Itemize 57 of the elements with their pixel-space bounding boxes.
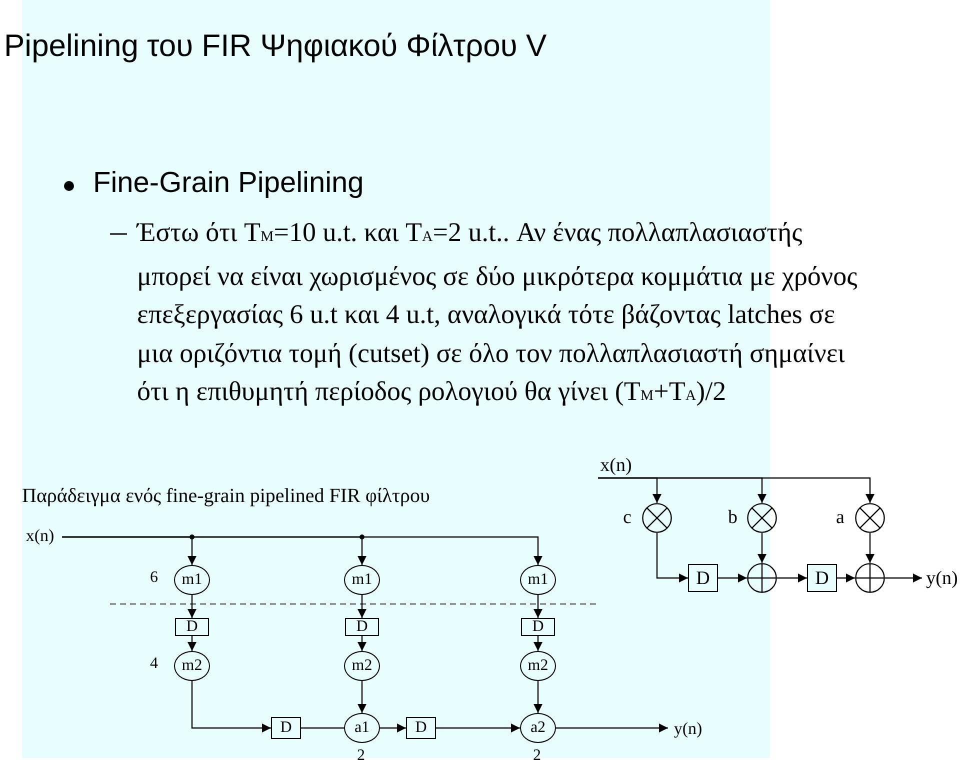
node-text: m2 [352,658,372,674]
coefficient-label: c [623,508,632,527]
delay-box [345,618,379,636]
arrow [598,477,874,503]
arrow [718,574,747,582]
slide-title: Pipelining του FIR Ψηφιακού Φίλτρου V [4,28,547,64]
delay-value: 6 [150,570,158,586]
node-text: D [532,619,544,635]
node-text: D [356,619,368,635]
delay-box [807,564,837,592]
bullet-heading: Fine-Grain Pipelining [93,166,365,201]
node-text: D [696,568,710,588]
coefficient-label: b [728,508,738,527]
arrow [358,595,366,618]
arrow [188,636,196,651]
node-text: a2 [530,720,546,736]
arrow [358,636,366,651]
arrow [556,724,668,732]
signal-label: x(n) [600,456,632,474]
node-text: D [815,568,829,588]
delay-box [688,564,718,592]
arrow [62,536,542,565]
node-text: m1 [528,572,548,588]
arrow [885,574,922,582]
signal-label: y(n) [926,568,958,588]
node-text: D [186,619,198,635]
delay-box [271,717,301,739]
arrow [191,681,271,732]
arrow [758,533,766,563]
arrow [534,595,542,618]
signal-label: x(n) [26,526,54,544]
node-text: D [280,720,292,736]
delay-box [406,717,436,739]
delay-value: 2 [357,748,365,764]
arrow [866,533,874,563]
arrow [436,724,520,732]
node-text: m2 [528,658,548,674]
arrow [534,681,542,713]
arrow [656,533,688,582]
signal-label: y(n) [674,720,702,736]
node-text: D [415,720,427,736]
arrow [188,595,196,618]
arrow [380,724,406,732]
coefficient-label: a [836,508,844,527]
node-text: m1 [352,572,372,588]
node-text: a1 [354,720,370,736]
node-text: m2 [182,658,202,674]
arrow [358,681,366,713]
delay-box [521,618,555,636]
arrow [837,574,855,582]
delay-box [175,618,209,636]
node-text: m1 [182,572,202,588]
figure-caption: Παράδειγμα ενός fine-grain pipelined FIR φίλτρου [22,484,431,508]
delay-value: 2 [533,748,541,764]
arrow [534,636,542,651]
delay-value: 4 [150,656,158,672]
arrow [777,574,807,582]
